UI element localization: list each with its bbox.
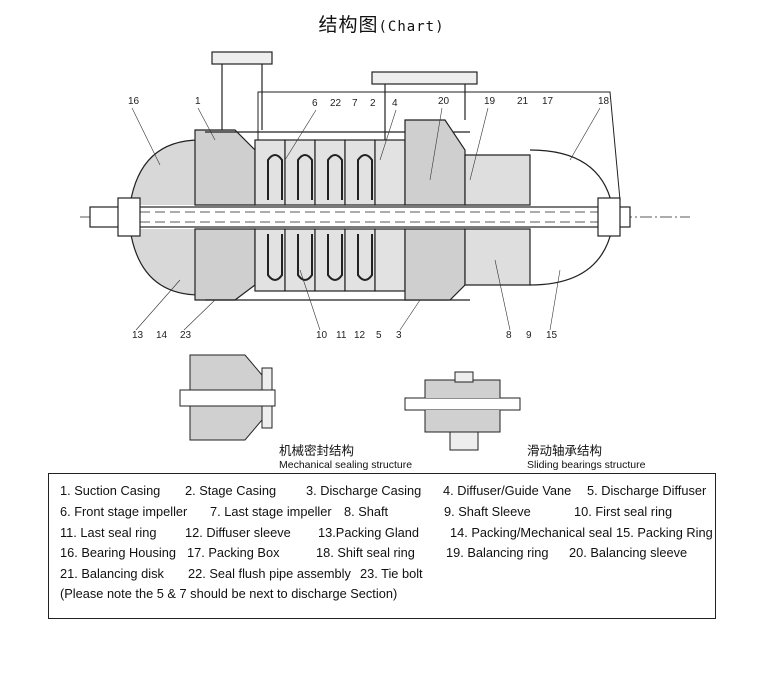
main-pump-section [80,51,690,301]
legend-item: 19. Balancing ring [446,545,549,560]
callout-bottom: 3 [396,330,402,341]
callout-bottom: 13 [132,330,144,341]
mechanical-seal-caption: 机械密封结构 Mechanical sealing structure [279,444,412,472]
legend-item: 14. Packing/Mechanical seal [450,525,613,540]
legend-item: 21. Balancing disk [60,566,164,581]
callout-top: 4 [392,98,398,109]
callout-top: 2 [370,98,376,109]
legend-item: 20. Balancing sleeve [569,545,688,560]
legend-item: 10. First seal ring [574,504,673,519]
legend-item: 5. Discharge Diffuser [587,483,707,498]
legend-item: 16. Bearing Housing [60,545,176,560]
callout-top: 21 [517,96,529,107]
callout-bottom: 9 [526,330,532,341]
callout-bottom: 14 [156,330,168,341]
legend-item: 3. Discharge Casing [306,483,422,498]
callout-bottom: 23 [180,330,192,341]
legend-item: 13.Packing Gland [318,525,420,540]
title-english: (Chart) [378,19,445,35]
legend-item: 7. Last stage impeller [210,504,332,519]
callout-top: 20 [438,96,450,107]
callout-top: 6 [312,98,318,109]
legend-item: 22. Seal flush pipe assembly [188,566,351,581]
callout-top: 19 [484,96,496,107]
callout-bottom: 12 [354,330,366,341]
legend-item: 4. Diffuser/Guide Vane [443,483,572,498]
callout-top: 22 [330,98,342,109]
callout-top: 1 [195,96,201,107]
leader-lines [131,107,601,331]
sliding-bearing-drawing [404,371,521,451]
legend-item: 2. Stage Casing [185,483,277,498]
legend-item: 6. Front stage impeller [60,504,188,519]
legend-item: 8. Shaft [344,504,389,519]
mechanical-caption-en: Mechanical sealing structure [279,459,413,471]
legend-item: 11. Last seal ring [60,525,157,540]
callout-top: 16 [128,96,140,107]
callout-top: 17 [542,96,554,107]
callout-top: 18 [598,96,610,107]
sliding-bearing-caption: 滑动轴承结构 Sliding bearings structure [527,444,645,472]
callout-bottom: 15 [546,330,558,341]
callout-bottom: 8 [506,330,512,341]
legend-note: (Please note the 5 & 7 should be next to… [60,586,398,601]
callout-bottom: 10 [316,330,328,341]
legend-item: 15. Packing Ring [616,525,713,540]
legend-item: 23. Tie bolt [360,566,423,581]
sliding-caption-en: Sliding bearings structure [527,459,646,471]
mechanical-seal-drawing [179,354,276,441]
legend-item: 12. Diffuser sleeve [185,525,291,540]
legend-item: 9. Shaft Sleeve [444,504,531,519]
mechanical-caption-cn: 机械密封结构 [279,443,355,458]
callout-bottom: 5 [376,330,382,341]
callout-bottom: 11 [336,330,347,341]
legend-item: 18. Shift seal ring [316,545,415,560]
callout-top: 7 [352,98,358,109]
legend-item: 17. Packing Box [187,545,280,560]
title-chinese: 结构图 [318,14,379,36]
legend-item: 1. Suction Casing [60,483,161,498]
parts-legend: 1. Suction Casing 2. Stage Casing 3. Dis… [48,473,716,619]
page-title: 结构图(Chart) [0,10,763,37]
sliding-caption-cn: 滑动轴承结构 [527,443,603,458]
callout-labels: 16 1 6 22 7 2 4 20 19 21 17 18 13 14 23 … [128,96,610,341]
